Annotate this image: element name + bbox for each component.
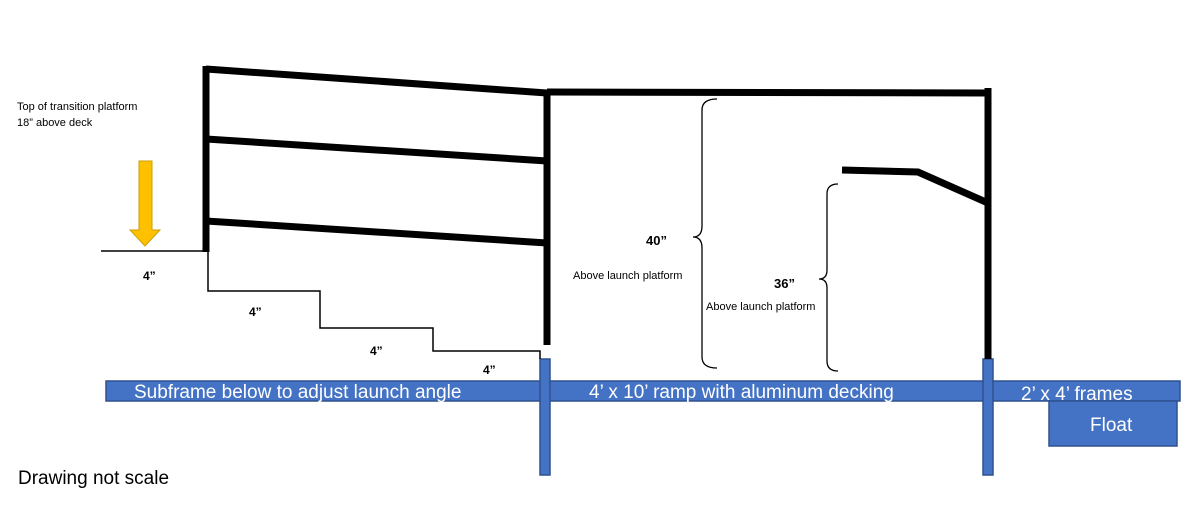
float-box <box>1048 400 1178 447</box>
frames-label: 2’ x 4’ frames <box>1021 384 1133 405</box>
inner-height-label: 36” <box>774 276 795 291</box>
inner-rail <box>841 166 990 207</box>
lower-rail <box>205 217 548 247</box>
transition-arrow-icon <box>128 160 162 247</box>
step-label-3: 4” <box>370 344 383 358</box>
stair-steps <box>207 251 541 359</box>
support-post-left <box>539 358 551 476</box>
handrail-frame <box>202 65 992 359</box>
top-rail-left <box>205 65 548 97</box>
transition-label-line2: 18” above deck <box>17 117 93 129</box>
transition-label-line1: Top of transition platform <box>17 101 137 113</box>
mid-rail <box>205 135 548 165</box>
inner-height-note: Above launch platform <box>706 301 815 313</box>
brace-40 <box>692 98 718 369</box>
subframe-label: Subframe below to adjust launch angle <box>134 382 461 403</box>
step-label-2: 4” <box>249 305 262 319</box>
support-post-right <box>982 358 994 476</box>
float-label: Float <box>1090 415 1133 436</box>
rail-height-label: 40” <box>646 233 667 248</box>
rail-height-note: Above launch platform <box>573 270 682 282</box>
step-label-1: 4” <box>143 269 156 283</box>
step-label-4: 4” <box>483 363 496 377</box>
footnote-label: Drawing not scale <box>18 468 169 489</box>
brace-36 <box>818 183 839 372</box>
base-bar <box>105 380 1181 402</box>
top-rail-right <box>546 88 989 97</box>
ramp-label: 4’ x 10’ ramp with aluminum decking <box>589 382 894 403</box>
